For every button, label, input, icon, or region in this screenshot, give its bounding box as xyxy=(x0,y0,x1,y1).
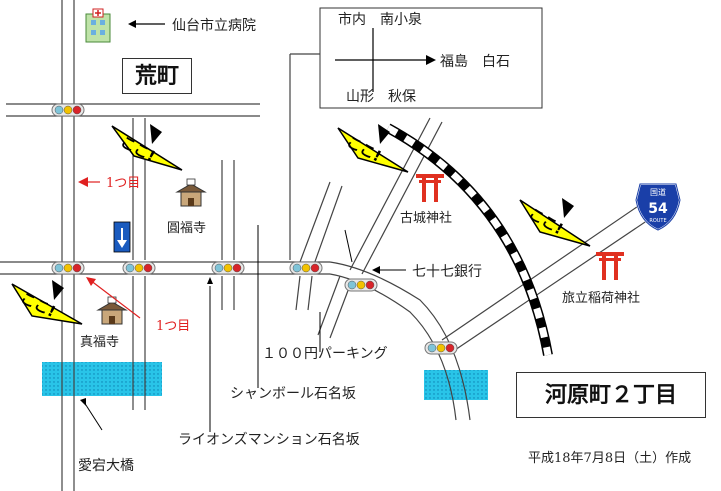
route-54-icon: 国道 54 ROUTE xyxy=(634,183,682,232)
first-signal-label-lower: 1つ目 xyxy=(156,319,190,334)
shinpukuji-label: 真福寺 xyxy=(80,335,119,350)
river xyxy=(42,362,162,396)
direction-north: 市内 南小泉 xyxy=(338,11,422,28)
arrow-line xyxy=(89,279,141,319)
lions-mansion-label: ライオンズマンション石名坂 xyxy=(178,432,360,448)
signal xyxy=(344,278,378,292)
koko-marker: ここ! xyxy=(11,280,83,325)
river xyxy=(424,370,488,400)
first-signal-label-upper: 1つ目 xyxy=(106,176,140,191)
tabitate-shrine-label: 旅立稲荷神社 xyxy=(562,290,640,306)
direction-east: 福島 白石 xyxy=(440,54,510,70)
temple-icon xyxy=(176,178,206,207)
railway xyxy=(386,124,552,356)
hospital-icon xyxy=(85,8,111,43)
kawaramachi-label: 河原町２丁目 xyxy=(516,372,706,418)
koko-marker: ここ! xyxy=(111,124,183,171)
one-way-sign-icon xyxy=(113,221,131,253)
arrow-icon xyxy=(128,20,136,28)
atago-bridge-label: 愛宕大橋 xyxy=(78,458,134,474)
aramachi-label: 荒町 xyxy=(122,58,192,94)
signal xyxy=(51,261,85,275)
enpukuji-label: 圓福寺 xyxy=(167,221,206,236)
temple-icon xyxy=(97,296,127,325)
torii-icon xyxy=(416,174,444,202)
parking-label: １００円パーキング xyxy=(262,346,388,362)
signal xyxy=(289,261,323,275)
arrow-icon xyxy=(207,277,213,284)
chambord-label: シャンボール石名坂 xyxy=(230,386,356,402)
hospital-label: 仙台市立病院 xyxy=(172,17,256,34)
koko-text: ここ! xyxy=(343,132,384,165)
signal xyxy=(122,261,156,275)
furushiro-shrine-label: 古城神社 xyxy=(400,210,452,226)
direction-south: 山形 秋保 xyxy=(346,89,416,105)
bank-label: 七十七銀行 xyxy=(412,264,482,280)
arrow-icon xyxy=(78,177,88,187)
signal xyxy=(424,341,458,355)
route-badge-top: 国道 xyxy=(650,187,666,197)
railway xyxy=(385,123,553,356)
arrow-icon xyxy=(86,277,96,286)
koko-marker: ここ! xyxy=(519,198,591,247)
pointer-lines xyxy=(83,225,406,432)
signal xyxy=(211,261,245,275)
signal xyxy=(51,103,85,117)
route-badge-number: 54 xyxy=(648,201,668,217)
roads xyxy=(0,0,661,491)
torii-icon xyxy=(596,252,624,280)
arrow-icon xyxy=(372,266,380,274)
date-note: 平成18年7月8日（土）作成 xyxy=(528,451,691,466)
route-badge-bottom: ROUTE xyxy=(649,218,666,224)
arrow-icon xyxy=(80,398,86,406)
arrow-icon xyxy=(426,55,436,65)
